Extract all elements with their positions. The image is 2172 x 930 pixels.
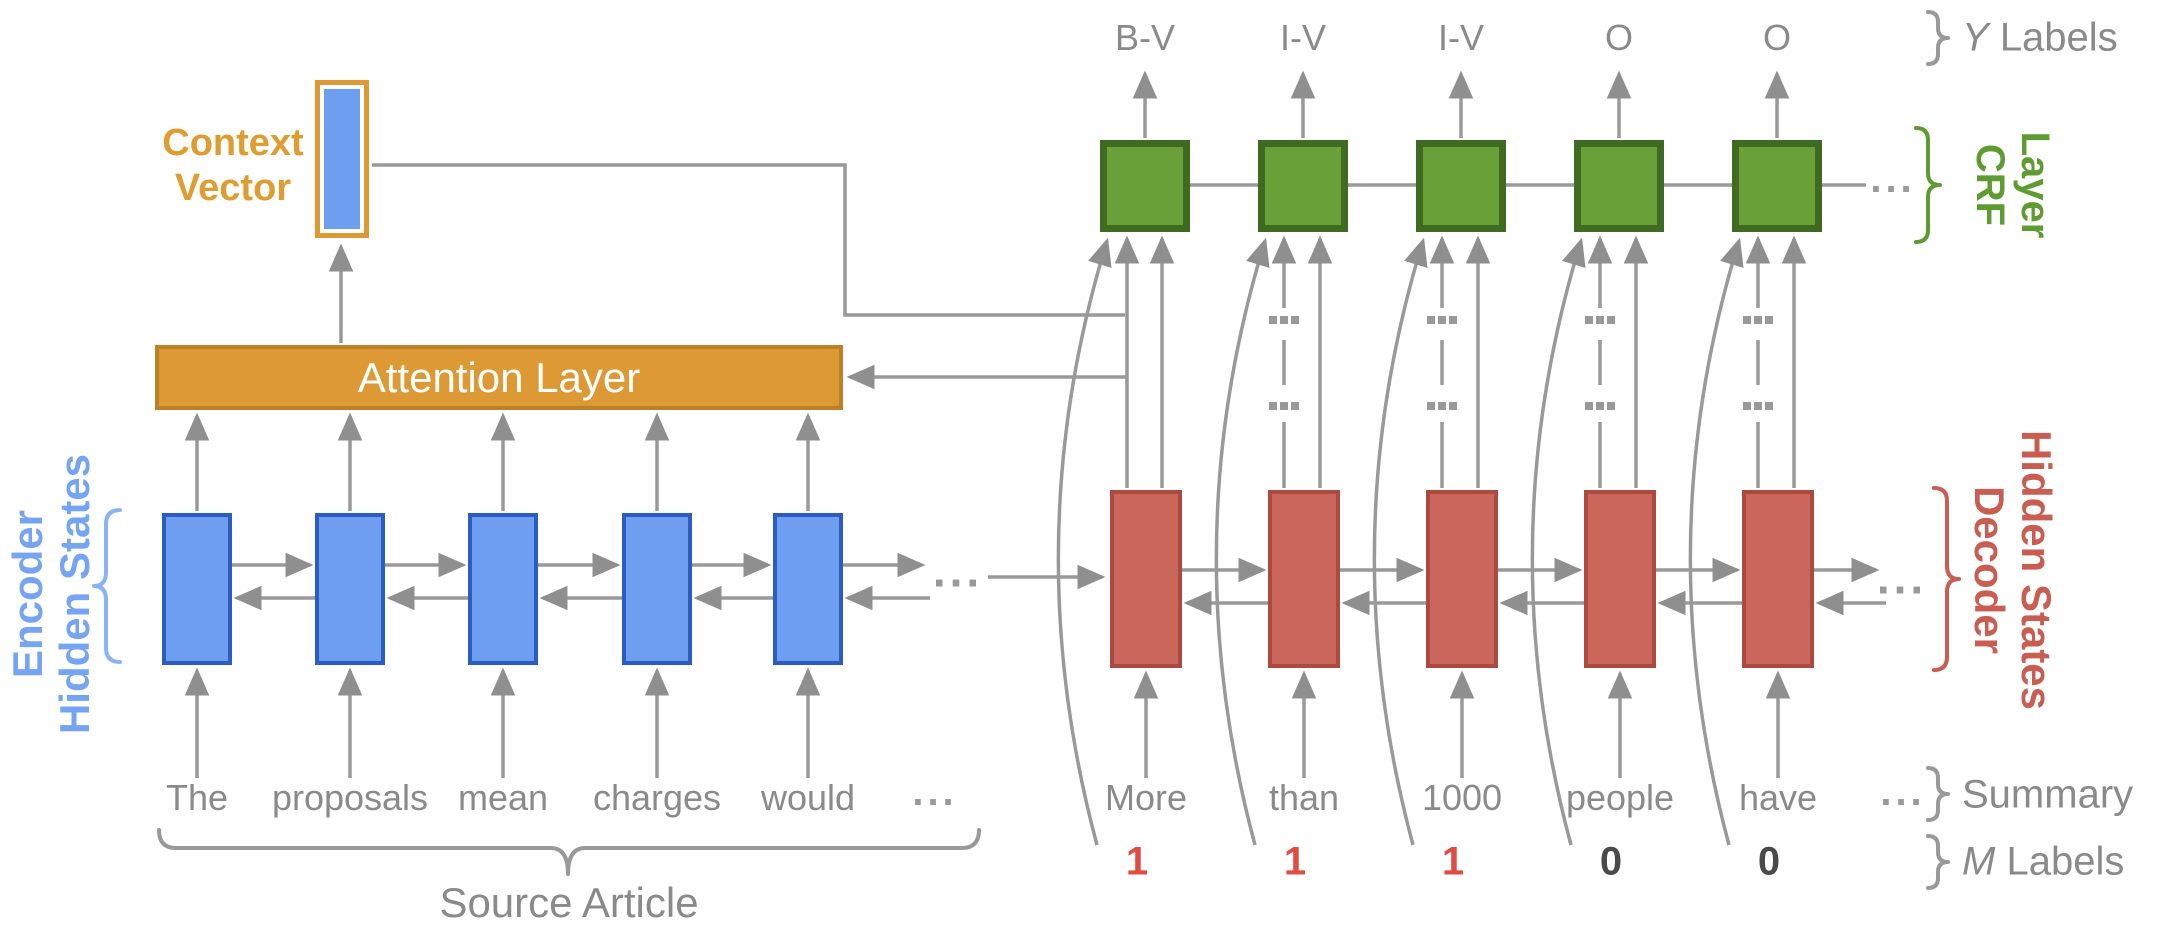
encoder-state-box-1 <box>162 513 232 665</box>
encoder-row-ellipsis: ... <box>932 544 984 597</box>
encoder-input-arrows <box>184 667 821 778</box>
source-words-ellipsis: ... <box>912 770 958 815</box>
crf-cell-3 <box>1416 140 1506 232</box>
source-article-brace <box>157 828 981 876</box>
summary-word-4: people <box>1565 777 1675 818</box>
summary-word-1: More <box>1104 777 1188 818</box>
crf-layer-brace <box>1914 126 1942 244</box>
m-labels-brace <box>1926 834 1950 890</box>
y-tag-4: O <box>1604 17 1634 58</box>
y-tag-5: O <box>1762 17 1792 58</box>
m-value-5: 0 <box>1757 839 1781 884</box>
source-word-3: mean <box>457 777 549 818</box>
y-labels-brace <box>1926 10 1950 66</box>
summary-word-3: 1000 <box>1421 777 1503 818</box>
y-tag-1: B-V <box>1114 17 1176 58</box>
encoder-state-box-5 <box>773 513 843 665</box>
crf-row-ellipsis: ... <box>1870 157 1916 202</box>
m-label-arcs <box>1056 237 1744 846</box>
m-value-4: 0 <box>1599 839 1623 884</box>
decoder-brace <box>1932 486 1961 672</box>
m-value-1: 1 <box>1125 839 1149 884</box>
decoder-to-crf-stacked-columns <box>1271 235 1771 488</box>
encoder-brace <box>92 508 122 664</box>
decoder-hidden-states-caption: Decoder Hidden States <box>1966 429 2060 711</box>
y-tag-3: I-V <box>1437 17 1485 58</box>
summary-words-ellipsis: ... <box>1880 770 1926 815</box>
y-labels-caption: Y Labels <box>1962 15 2118 60</box>
decoder-state-box-4 <box>1584 490 1656 668</box>
context-vector-caption: Context Vector <box>162 122 304 209</box>
decoder-input-arrows <box>1133 670 1791 778</box>
context-to-crf-line <box>372 163 1125 317</box>
crf-cell-1 <box>1100 140 1190 232</box>
encoder-hidden-states-caption: Encoder Hidden States <box>4 453 98 735</box>
decoder1-to-crf-arrows <box>1114 235 1175 488</box>
encoder-to-attention-arrows <box>184 412 821 511</box>
context-vector-box <box>315 80 369 238</box>
m-value-3: 1 <box>1441 839 1465 884</box>
encoder-state-box-2 <box>315 513 385 665</box>
summary-word-5: have <box>1738 777 1818 818</box>
decoder-state-box-5 <box>1742 490 1814 668</box>
decoder-to-crf-direct-arrows <box>1307 235 1807 488</box>
m-labels-caption: M Labels <box>1962 839 2125 884</box>
decoder-row-ellipsis: ... <box>1876 551 1928 604</box>
crf-cell-4 <box>1574 140 1664 232</box>
source-word-2: proposals <box>271 777 429 818</box>
attention-layer-label: Attention Layer <box>357 353 641 401</box>
summary-word-2: than <box>1268 777 1340 818</box>
source-word-5: would <box>760 777 856 818</box>
crf-layer-caption: CRF Layer <box>1968 131 2057 239</box>
crf-cell-5 <box>1732 140 1822 232</box>
encoder-state-box-4 <box>622 513 692 665</box>
decoder-state-box-2 <box>1268 490 1340 668</box>
summary-caption: Summary <box>1962 772 2134 817</box>
encoder-state-box-3 <box>468 513 538 665</box>
crf-to-ylabel-arrows <box>1132 70 1790 138</box>
summary-brace <box>1926 766 1950 822</box>
source-word-1: The <box>165 777 229 818</box>
y-tag-2: I-V <box>1279 17 1327 58</box>
decoder-state-box-1 <box>1110 490 1182 668</box>
m-value-2: 1 <box>1283 839 1307 884</box>
stacked-column-ellipsis-dots <box>1269 316 1773 410</box>
crf-cell-2 <box>1258 140 1348 232</box>
source-word-4: charges <box>592 777 722 818</box>
source-article-caption: Source Article <box>439 879 699 926</box>
decoder-state-box-3 <box>1426 490 1498 668</box>
attention-layer-box: Attention Layer <box>155 345 843 410</box>
